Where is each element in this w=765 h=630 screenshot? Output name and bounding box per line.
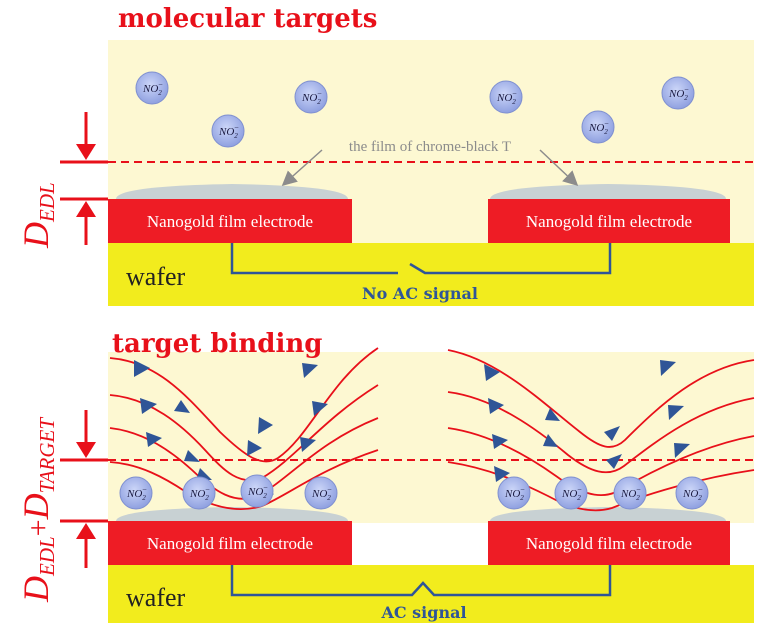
wafer-bottom xyxy=(108,565,754,623)
electrode-left-top xyxy=(108,199,352,243)
circuit-open xyxy=(230,243,612,275)
svg-text:NO2−: NO2− xyxy=(301,89,322,106)
svg-text:NO2−: NO2− xyxy=(504,485,525,502)
ions-bottom: NO2− NO2− NO2− NO2− NO2− NO2− NO2− NO2− xyxy=(119,474,709,510)
panel-top: molecular targets wafer Nanogold film el… xyxy=(108,4,754,306)
ions-top: NO2− NO2− NO2− NO2− NO2− NO2− xyxy=(135,71,695,148)
svg-text:NO2−: NO2− xyxy=(126,485,147,502)
wafer-label-top: wafer xyxy=(126,262,186,291)
wafer-top xyxy=(108,243,754,306)
electrode-left-top-label: Nanogold film electrode xyxy=(147,212,313,231)
nitrite-ion: NO2− xyxy=(554,476,588,510)
film-left-bottom xyxy=(116,507,348,521)
panel-bottom: target binding Nanogold film electrode N… xyxy=(108,329,755,623)
nitrite-ion: NO2− xyxy=(497,476,531,510)
nitrite-ion: NO2− xyxy=(581,110,615,144)
svg-text:NO2−: NO2− xyxy=(189,485,210,502)
dimension-marker-top: DEDL xyxy=(16,112,108,249)
nitrite-ion: NO2− xyxy=(119,476,153,510)
film-label: the film of chrome-black T xyxy=(349,139,511,155)
svg-text:NO2−: NO2− xyxy=(218,123,239,140)
nitrite-ion: NO2− xyxy=(294,80,328,114)
dimension-marker-bottom: DEDL+DTARGET xyxy=(16,410,108,603)
svg-text:NO2−: NO2− xyxy=(682,485,703,502)
svg-text:NO2−: NO2− xyxy=(247,483,268,500)
field-lines-left xyxy=(109,347,379,511)
electrode-right-bottom-label: Nanogold film electrode xyxy=(526,534,692,553)
svg-text:NO2−: NO2− xyxy=(561,485,582,502)
svg-text:NO2−: NO2− xyxy=(588,119,609,136)
dedl-dtarget-label: DEDL+DTARGET xyxy=(16,417,59,603)
circuit-closed xyxy=(230,565,612,597)
electrode-left-bottom-label: Nanogold film electrode xyxy=(147,534,313,553)
film-pointer-left xyxy=(281,149,323,187)
electrode-right-top-label: Nanogold film electrode xyxy=(526,212,692,231)
wafer-label-bottom: wafer xyxy=(126,583,186,612)
electrode-right-top xyxy=(488,199,730,243)
film-right-top xyxy=(490,184,726,199)
svg-text:NO2−: NO2− xyxy=(668,85,689,102)
nitrite-ion: NO2− xyxy=(613,476,647,510)
nitrite-ion: NO2− xyxy=(661,76,695,110)
nitrite-ion: NO2− xyxy=(135,71,169,105)
electrode-left-bottom xyxy=(108,521,352,565)
svg-text:NO2−: NO2− xyxy=(142,80,163,97)
nitrite-ion: NO2− xyxy=(240,474,274,508)
nitrite-ion: NO2− xyxy=(304,476,338,510)
film-right-bottom xyxy=(490,507,726,521)
svg-text:NO2−: NO2− xyxy=(620,485,641,502)
svg-text:NO2−: NO2− xyxy=(496,89,517,106)
film-left-top xyxy=(116,184,348,199)
electrode-right-bottom xyxy=(488,521,730,565)
panel-bottom-title: target binding xyxy=(112,329,322,359)
nitrite-ion: NO2− xyxy=(675,476,709,510)
film-pointer-right xyxy=(539,149,579,187)
nitrite-ion: NO2− xyxy=(211,114,245,148)
nitrite-ion: NO2− xyxy=(489,80,523,114)
panel-top-title: molecular targets xyxy=(118,4,377,34)
svg-text:NO2−: NO2− xyxy=(311,485,332,502)
signal-label-top: No AC signal xyxy=(362,284,478,303)
nitrite-ion: NO2− xyxy=(182,476,216,510)
dedl-label-top: DEDL xyxy=(16,182,59,249)
signal-label-bottom: AC signal xyxy=(380,603,466,622)
